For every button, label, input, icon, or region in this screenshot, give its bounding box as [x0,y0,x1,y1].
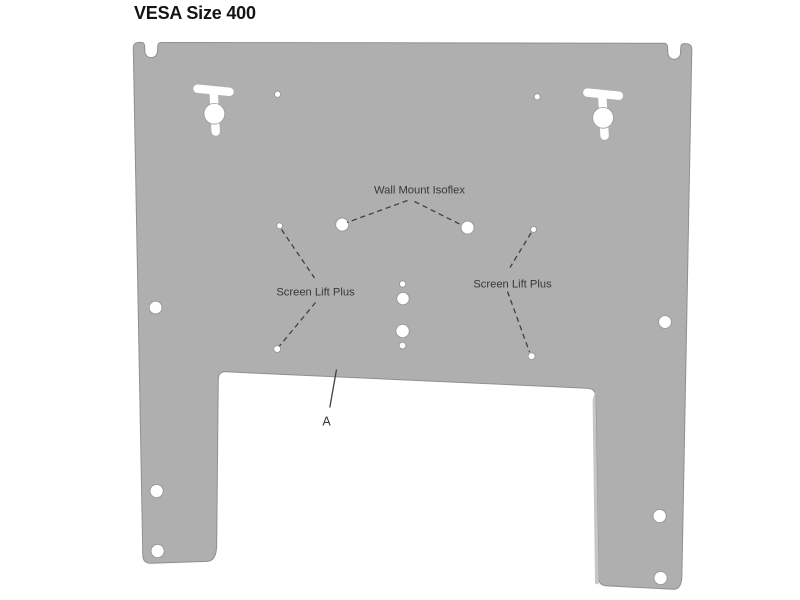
plate-side-face-highlight [592,391,599,585]
hole-left-leg-lower [150,543,165,559]
hole-screen-lift-left-bottom [273,345,282,353]
leader-screen-lift-right-bottom [506,291,531,353]
hole-screen-lift-left-top [276,222,284,230]
mounting-holes [148,90,672,586]
hole-center-large-top [396,291,410,306]
hole-wall-mount-right [460,220,475,235]
label-screen-lift-plus-right: Screen Lift Plus [473,279,552,291]
hole-wall-mount-left [335,217,350,232]
leader-screen-lift-right-top [509,232,532,268]
hole-center-large-bottom [395,323,410,339]
hole-top-left-small [274,90,282,98]
leader-screen-lift-left-bottom [278,302,317,347]
hole-screen-lift-right-top [530,225,538,233]
hole-right-edge [658,315,672,329]
hole-center-small-top [398,280,407,288]
leader-lines [278,199,532,408]
hole-left-edge [148,300,163,315]
label-wall-mount-isoflex: Wall Mount Isoflex [374,185,465,197]
hole-right-leg-upper [652,508,667,524]
leader-wall-mount-left [346,199,408,224]
keyhole-right-circle [592,107,614,129]
hole-center-small-bottom [398,341,407,350]
hole-left-leg-upper [149,483,164,499]
keyhole-slot-left [193,84,234,136]
label-screen-lift-plus-left: Screen Lift Plus [276,287,355,299]
leader-screen-lift-left-top [280,229,316,279]
page-title: VESA Size 400 [134,3,256,23]
hole-top-right-small [533,93,541,101]
hole-right-leg-lower [653,570,668,586]
hole-screen-lift-right-bottom [527,352,536,361]
label-callout-a: A [322,415,331,429]
leader-callout-a [329,369,338,408]
keyhole-left-circle [203,103,226,125]
keyhole-slot-right [583,88,624,140]
mounting-plate-outline [132,41,693,590]
